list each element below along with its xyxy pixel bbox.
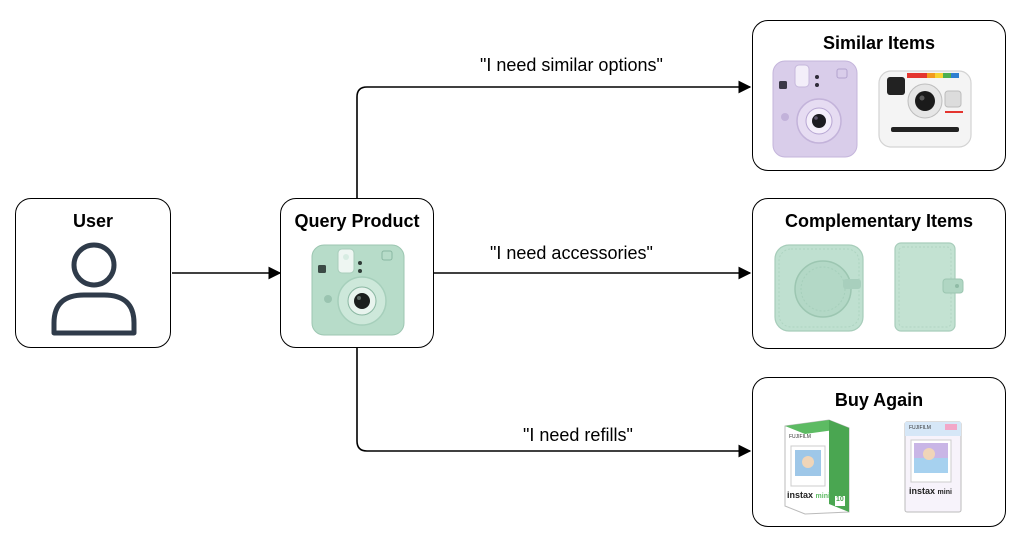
instax-camera-lavender-image — [772, 60, 858, 158]
refill-green-count: 10 — [836, 496, 844, 503]
similar-items-title: Similar Items — [822, 33, 936, 53]
user-node: User — [15, 198, 171, 348]
refill-green-brand-label: instax mini — [787, 490, 830, 500]
refill-pastel-brand: instax — [909, 486, 936, 496]
instax-refill-pastel-image: FUJIFILM instax mini — [901, 416, 965, 516]
edge-label-similar: "I need similar options" — [480, 55, 663, 75]
complementary-items-node: Complementary Items — [752, 198, 1006, 349]
query-to-similar-arrow — [356, 80, 752, 198]
query-to-buy-again-arrow — [356, 348, 752, 458]
buy-again-node: Buy Again FUJIFILM instax mini 10 — [752, 377, 1006, 527]
refill-green-brand: instax — [787, 490, 814, 500]
edge-label-accessories: "I need accessories" — [490, 243, 653, 263]
instax-refill-green-image: FUJIFILM instax mini 10 — [779, 416, 853, 516]
buy-again-title: Buy Again — [834, 390, 924, 410]
polaroid-go-camera-image — [878, 70, 972, 148]
complementary-items-title: Complementary Items — [784, 211, 974, 231]
user-node-title: User — [72, 211, 114, 231]
edge-label-refills: "I need refills" — [523, 425, 633, 445]
refill-pastel-mini: mini — [937, 489, 952, 496]
refill-pastel-brand-label: instax mini — [909, 486, 952, 496]
instax-camera-mint-image — [311, 244, 405, 336]
camera-case-image — [774, 244, 864, 332]
similar-items-node: Similar Items — [752, 20, 1006, 171]
query-product-node: Query Product — [280, 198, 434, 348]
user-icon — [51, 242, 137, 336]
refill-green-mini: mini — [815, 493, 830, 500]
photo-album-image — [894, 242, 964, 332]
query-product-title: Query Product — [294, 211, 420, 231]
refill-pastel-fujifilm-label: FUJIFILM — [909, 425, 931, 431]
refill-green-fujifilm-label: FUJIFILM — [789, 434, 811, 440]
